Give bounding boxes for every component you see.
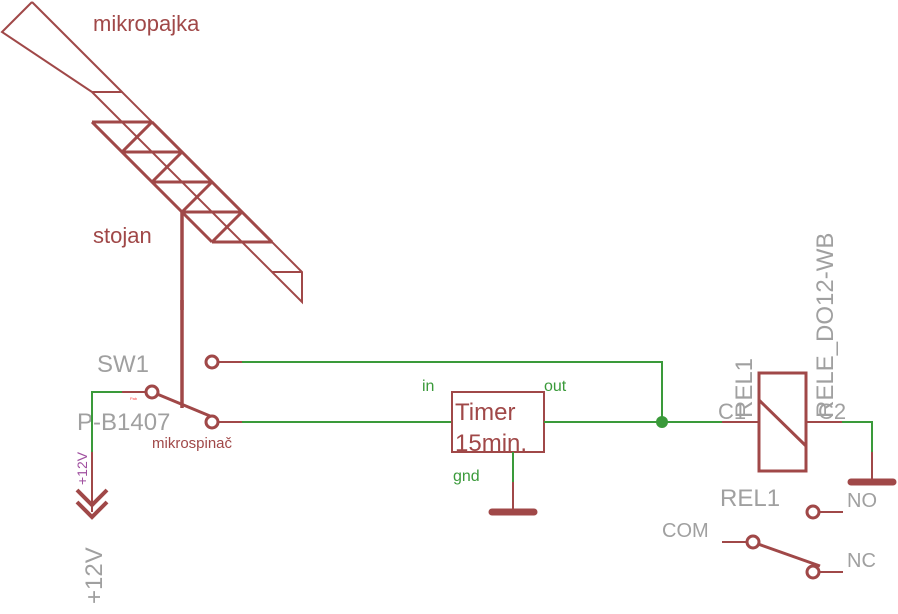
relay-name-label: REL1 (731, 358, 758, 418)
relay-coil-pin1-label: C1 (718, 399, 746, 424)
timer-label-line1: Timer (455, 399, 515, 426)
relay-coil[interactable] (757, 371, 808, 473)
relay-com-label: COM (662, 520, 709, 542)
timer-pin-gnd-label: gnd (453, 468, 480, 485)
relay-value-label: RELE_DO12-WB (812, 233, 839, 418)
relay-contacts[interactable] (722, 504, 843, 580)
timer-pin-out-label: out (544, 378, 567, 395)
switch-pin-no (204, 354, 220, 370)
stand-label: stojan (93, 223, 152, 248)
microswitch-sw1[interactable] (122, 354, 242, 430)
relay-com-pin (745, 534, 761, 550)
relay-contact-name-label: REL1 (720, 485, 780, 512)
relay-contact-lever (757, 542, 821, 568)
timer-pin-in-label: in (422, 378, 434, 395)
wire-relay-gnd (842, 421, 873, 452)
switch-pin-com (144, 384, 160, 400)
junction-dot (656, 416, 668, 428)
relay-coil-pin2-label: C2 (818, 399, 846, 424)
switch-lever (156, 392, 211, 418)
pin-marker: Pab (130, 396, 138, 401)
relay-no-label: NO (847, 490, 877, 512)
switch-name-label: SW1 (97, 351, 149, 378)
timer-block[interactable]: Timer 15min. (451, 391, 545, 457)
relay-no-pin (805, 504, 821, 520)
switch-pin-nc (204, 414, 220, 430)
microswitch-label: mikrospinač (152, 435, 233, 452)
supply-net-label: +12V (74, 451, 90, 485)
stand-drawing (90, 120, 274, 310)
timer-label-line2: 15min. (455, 430, 527, 457)
wire-no-to-junction (242, 361, 663, 422)
relay-nc-pin (805, 564, 821, 580)
relay-nc-label: NC (847, 550, 876, 572)
wire-supply (91, 391, 122, 452)
supply-arrow-icon (75, 488, 109, 520)
soldering-iron-label: mikropajka (93, 11, 200, 36)
supply-symbol-label: +12V (81, 547, 108, 604)
